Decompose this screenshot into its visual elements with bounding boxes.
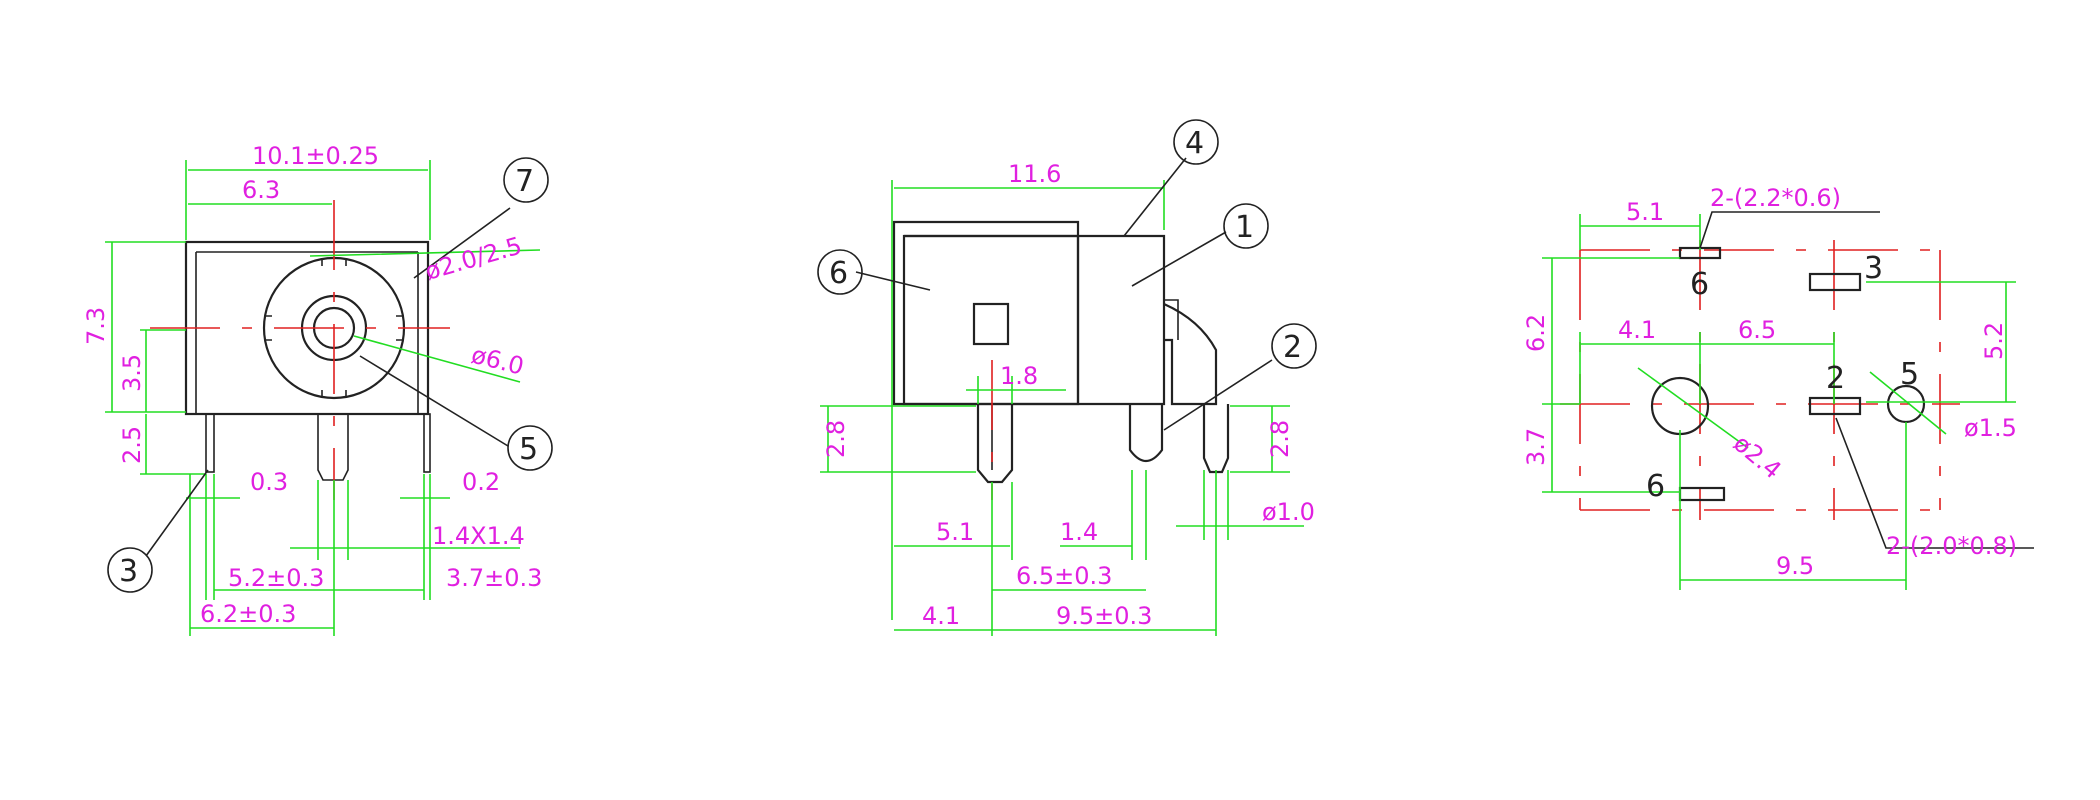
side-callout-4-circle bbox=[1173, 119, 1219, 165]
pcb-dim-hole-big: ø2.4 bbox=[1728, 429, 1786, 484]
pcb-dim-x-bottom: 9.5 bbox=[1776, 552, 1814, 580]
pcb-slot-6-bottom bbox=[1678, 486, 1726, 502]
front-right-pin bbox=[423, 413, 431, 473]
pcb-pin-2: 2 bbox=[1826, 361, 1845, 396]
front-dim-pin-length: 2.5 bbox=[118, 426, 146, 464]
front-callout-7: 7 bbox=[515, 164, 534, 199]
side-view: 4 1 6 2 11.6 1.8 2.8 2.8 5.1 1.4 ø1.0 6.… bbox=[817, 119, 1317, 636]
side-mid-pin bbox=[1128, 404, 1164, 463]
front-dim-pin-span-center: 5.2±0.3 bbox=[228, 564, 324, 592]
side-dim-lines bbox=[820, 180, 1304, 636]
pcb-slot-3 bbox=[1808, 272, 1862, 292]
front-callout-5-circle bbox=[507, 425, 553, 471]
side-dim-pin-length-right: 2.8 bbox=[1266, 420, 1294, 458]
pcb-dim-x-mid-right: 6.5 bbox=[1738, 316, 1776, 344]
front-ring-notches bbox=[264, 258, 404, 398]
front-center-pin bbox=[317, 414, 349, 481]
side-left-pin bbox=[976, 404, 1014, 484]
front-dim-center-pin-size: 1.4X1.4 bbox=[432, 522, 525, 550]
pcb-pin-6-top: 6 bbox=[1690, 267, 1709, 302]
side-dim-pin-span-b: 9.5±0.3 bbox=[1056, 602, 1152, 630]
side-callout-leaders bbox=[855, 157, 1273, 431]
pcb-dim-hole-small: ø1.5 bbox=[1964, 414, 2017, 442]
front-dim-pin-thickness-left: 0.3 bbox=[250, 468, 288, 496]
side-boss bbox=[1163, 302, 1218, 406]
front-dim-height: 7.3 bbox=[82, 307, 110, 345]
side-dim-pin-length-left: 2.8 bbox=[822, 420, 850, 458]
pcb-pin-6-bottom: 6 bbox=[1646, 469, 1665, 504]
pcb-slot-2 bbox=[1808, 396, 1862, 416]
front-view: 7 5 3 10.1±0.25 6.3 7.3 3.5 2.5 ø2.0/2.5… bbox=[82, 142, 553, 636]
side-dim-pin-diameter: ø1.0 bbox=[1262, 498, 1315, 526]
side-right-pin bbox=[1202, 404, 1230, 474]
side-callout-2-circle bbox=[1271, 323, 1317, 369]
front-callout-leaders bbox=[145, 207, 511, 557]
front-dim-pin-thickness-right: 0.2 bbox=[462, 468, 500, 496]
front-dim-center-offset: 6.3 bbox=[242, 176, 280, 204]
side-dim-length: 11.6 bbox=[1008, 160, 1061, 188]
side-boss-step bbox=[1164, 299, 1179, 340]
pcb-slot-note-2: 2-(2.0*0.8) bbox=[1886, 532, 2017, 560]
side-front-face bbox=[902, 234, 1080, 406]
front-callout-5: 5 bbox=[519, 432, 538, 467]
pcb-dim-lines bbox=[1542, 214, 2016, 590]
front-callout-3: 3 bbox=[119, 554, 138, 589]
pcb-dim-y-right: 5.2 bbox=[1980, 322, 2008, 360]
front-dim-lines bbox=[105, 160, 541, 636]
pcb-dim-y-left-bottom: 3.7 bbox=[1522, 428, 1550, 466]
pcb-dim-x-mid-left: 4.1 bbox=[1618, 316, 1656, 344]
side-callout-1: 1 bbox=[1235, 210, 1254, 245]
front-body-inner-edge bbox=[195, 251, 419, 414]
front-dim-center-height: 3.5 bbox=[118, 354, 146, 392]
pcb-dim-x-top: 5.1 bbox=[1626, 198, 1664, 226]
side-dim-offset-b: 1.4 bbox=[1060, 518, 1098, 546]
front-dim-outer-diameter: ø6.0 bbox=[469, 341, 527, 381]
pcb-view: 6 3 2 5 6 2-(2.2*0.6) 5.1 6.2 4.1 6.5 5.… bbox=[1522, 184, 2034, 590]
side-dim-offset-a: 5.1 bbox=[936, 518, 974, 546]
front-callout-3-circle bbox=[107, 547, 153, 593]
front-callout-7-circle bbox=[503, 157, 549, 203]
pcb-outline-dashed bbox=[1579, 249, 1941, 511]
front-dim-width: 10.1±0.25 bbox=[252, 142, 379, 170]
pcb-note-leaders bbox=[1699, 211, 2034, 549]
side-callout-1-circle bbox=[1223, 203, 1269, 249]
front-dim-pin-span-left: 6.2±0.3 bbox=[200, 600, 296, 628]
front-dim-pin-span-right: 3.7±0.3 bbox=[446, 564, 542, 592]
side-callout-2: 2 bbox=[1283, 330, 1302, 365]
front-dim-hole-diameter: ø2.0/2.5 bbox=[422, 232, 525, 286]
pcb-dim-y-left-top: 6.2 bbox=[1522, 314, 1550, 352]
pcb-slot-note: 2-(2.2*0.6) bbox=[1710, 184, 1841, 212]
side-callout-6-circle bbox=[817, 249, 863, 295]
front-left-pin bbox=[205, 413, 215, 473]
pcb-pin-3: 3 bbox=[1864, 251, 1883, 286]
side-window bbox=[972, 302, 1010, 346]
side-callout-6: 6 bbox=[829, 256, 848, 291]
side-dim-pin-width: 1.8 bbox=[1000, 362, 1038, 390]
side-callout-4: 4 bbox=[1185, 126, 1204, 161]
pcb-pin-5: 5 bbox=[1900, 357, 1919, 392]
side-dim-offset-c: 4.1 bbox=[922, 602, 960, 630]
side-dim-pin-span-a: 6.5±0.3 bbox=[1016, 562, 1112, 590]
